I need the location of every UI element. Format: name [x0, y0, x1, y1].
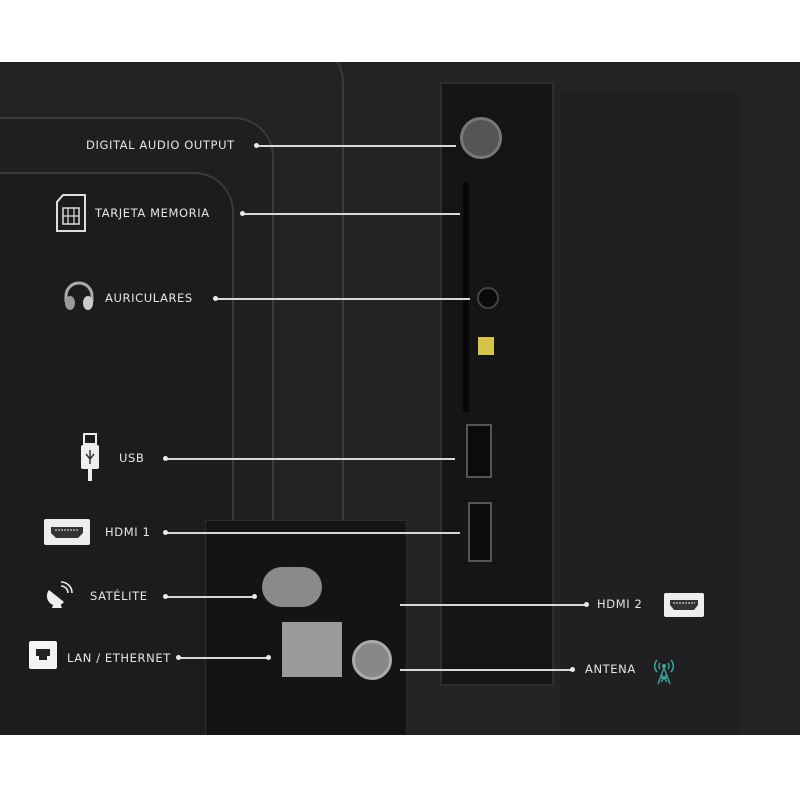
leader-line: [400, 669, 572, 671]
yellow-button: [478, 337, 494, 355]
antenna-connector: [352, 640, 392, 680]
leader-line: [256, 145, 456, 147]
antenna-tower-icon: [653, 659, 675, 685]
label-lan: LAN / ETHERNET: [67, 651, 171, 665]
leader-line: [165, 532, 460, 534]
leader-dot: [240, 211, 245, 216]
port-column: [440, 82, 554, 686]
right-panel: [560, 92, 740, 735]
ethernet-port: [282, 622, 342, 677]
leader-dot: [163, 594, 168, 599]
leader-dot: [254, 143, 259, 148]
headphone-jack: [477, 287, 499, 309]
usb-icon: [81, 433, 99, 481]
label-hdmi1: HDMI 1: [105, 525, 151, 539]
hdmi2-icon: [664, 593, 704, 617]
label-antenna: ANTENA: [585, 662, 636, 676]
sd-slot: [463, 182, 469, 412]
leader-dot: [163, 456, 168, 461]
sd-card-icon: [56, 194, 86, 232]
label-memory-card: TARJETA MEMORIA: [95, 206, 210, 220]
label-satellite: SATÉLITE: [90, 589, 148, 603]
leader-line: [400, 604, 585, 606]
leader-dot: [252, 594, 257, 599]
optical-port: [460, 117, 502, 159]
tv-back-photo: [0, 62, 800, 735]
back-panel-ridge: [0, 62, 344, 735]
satellite-dish-icon: [46, 581, 73, 608]
label-hdmi2: HDMI 2: [597, 597, 643, 611]
headphones-icon: [64, 281, 94, 310]
leader-dot: [176, 655, 181, 660]
leader-line: [215, 298, 470, 300]
label-headphones: AURICULARES: [105, 291, 193, 305]
ethernet-icon: [29, 641, 57, 669]
leader-line: [165, 458, 455, 460]
usb-port: [466, 424, 492, 478]
leader-dot: [570, 667, 575, 672]
leader-dot: [213, 296, 218, 301]
leader-line: [242, 213, 460, 215]
label-usb: USB: [119, 451, 145, 465]
satellite-connector: [262, 567, 322, 607]
leader-dot: [266, 655, 271, 660]
leader-line: [178, 657, 270, 659]
leader-dot: [163, 530, 168, 535]
leader-line: [165, 596, 255, 598]
label-digital-audio-output: DIGITAL AUDIO OUTPUT: [86, 138, 235, 152]
hdmi1-icon: [44, 519, 90, 545]
hdmi1-port: [468, 502, 492, 562]
leader-dot: [584, 602, 589, 607]
